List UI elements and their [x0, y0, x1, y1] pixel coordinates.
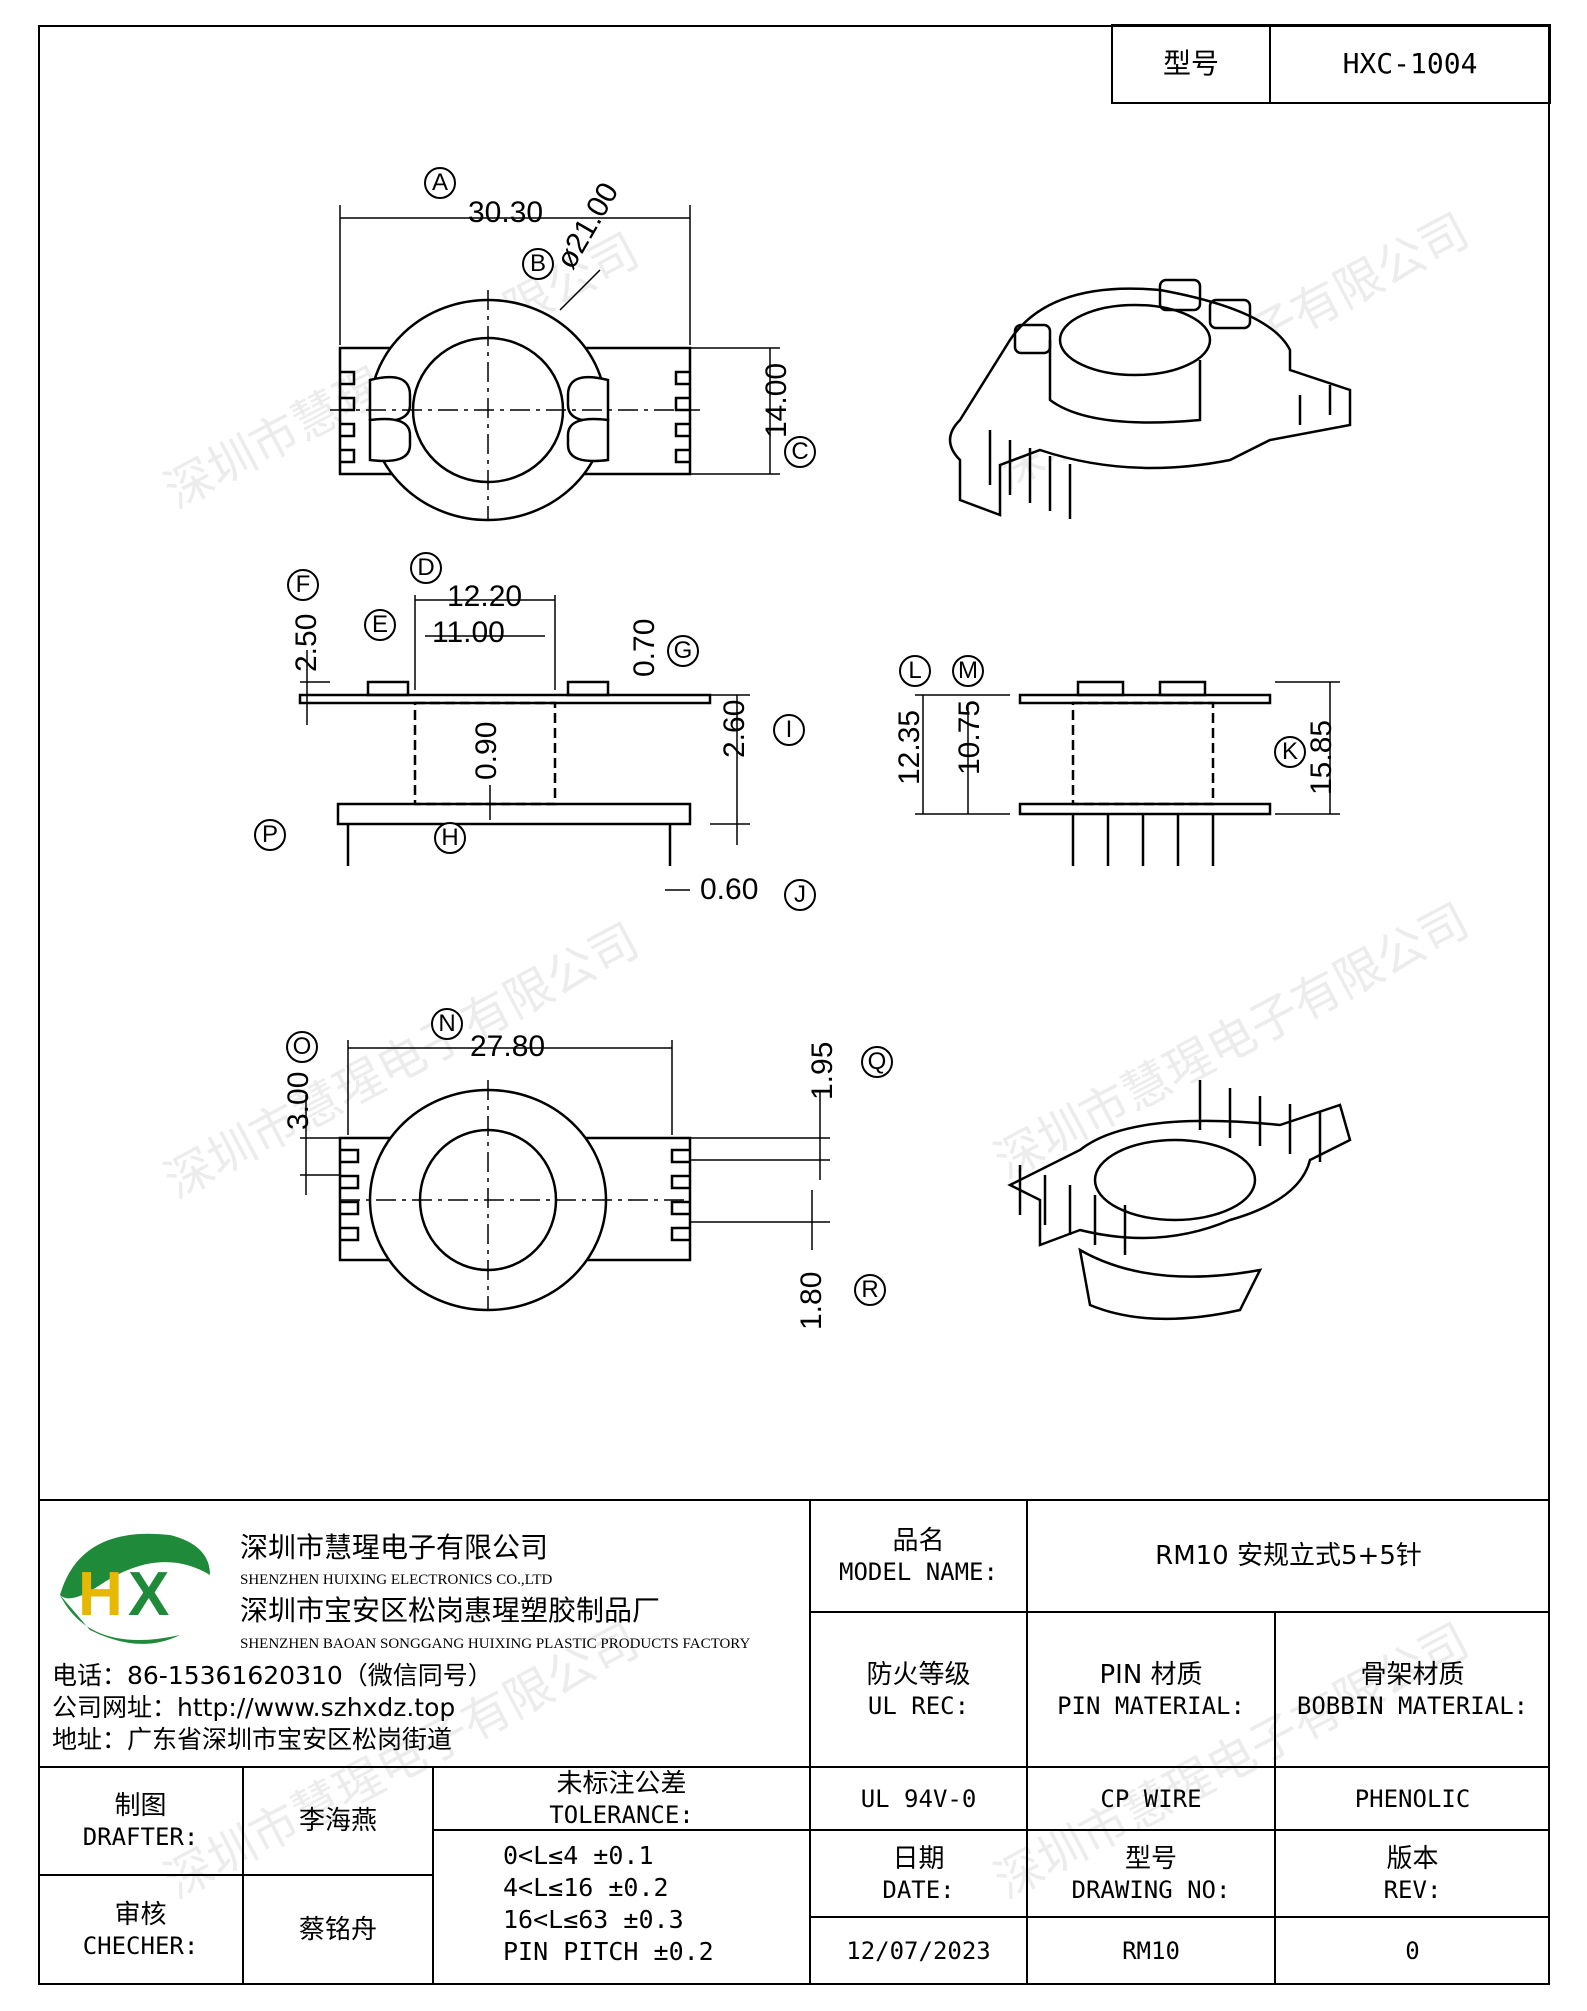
top-view [330, 205, 780, 522]
model-name-value: RM10 安规立式5+5针 [1155, 1541, 1422, 1571]
marker-h: H [441, 824, 459, 851]
dimension-a: 30.30 [468, 196, 544, 229]
logo-x: X [128, 1560, 169, 1629]
logo-h: H [78, 1560, 123, 1629]
checker-value: 蔡铭舟 [298, 1915, 377, 1945]
marker-n: N [438, 1010, 456, 1037]
dimension-j: 0.60 [700, 873, 759, 906]
date-label: 日期 DATE: [882, 1843, 955, 1904]
marker-c: C [791, 438, 809, 465]
model-label: 型号 [1162, 47, 1219, 80]
factory-name-en: SHENZHEN BAOAN SONGGANG HUIXING PLASTIC … [240, 1636, 751, 1652]
side-view [915, 680, 1340, 866]
drawing-no-label: 型号 DRAWING NO: [1071, 1843, 1231, 1904]
tolerance-line: 0<L≤4 ±0.1 [503, 1841, 654, 1870]
dimension-n: 27.80 [470, 1030, 546, 1063]
date-value: 12/07/2023 [846, 1937, 991, 1965]
pin-material-label: PIN 材质 PIN MATERIAL: [1057, 1659, 1245, 1720]
marker-b: B [529, 250, 546, 277]
front-view [298, 595, 750, 891]
marker-d: D [417, 554, 435, 581]
bobbin-material-label: 骨架材质 BOBBIN MATERIAL: [1296, 1659, 1529, 1720]
company-website: 公司网址：http://www.szhxdz.top [52, 1693, 456, 1722]
marker-i: I [785, 716, 793, 743]
marker-g: G [673, 637, 693, 664]
rev-label: 版本 REV: [1383, 1843, 1442, 1904]
model-name-label: 品名 MODEL NAME: [839, 1526, 998, 1586]
ul-rec-value: UL 94V-0 [860, 1784, 977, 1813]
dimension-e: 11.00 [432, 616, 505, 649]
tolerance-line: 4<L≤16 ±0.2 [503, 1873, 669, 1902]
company-name-en: SHENZHEN HUIXING ELECTRONICS CO.,LTD [240, 1572, 553, 1588]
marker-p: P [261, 821, 278, 848]
dimension-d: 12.20 [447, 580, 523, 613]
pin-material-value: CP WIRE [1100, 1784, 1202, 1813]
ul-rec-label: 防火等级 UL REC: [866, 1659, 971, 1720]
callout-circles [254, 167, 1306, 1306]
company-logo: H X [50, 1525, 220, 1645]
marker-j: J [794, 881, 806, 908]
drawing-sheet [38, 25, 1550, 1985]
rev-value: 0 [1405, 1937, 1420, 1965]
drawing-no-value: RM10 [1122, 1937, 1180, 1965]
marker-m: M [958, 657, 978, 684]
marker-f: F [295, 571, 311, 598]
model-value: HXC-1004 [1342, 47, 1478, 80]
bottom-view [300, 1040, 830, 1312]
company-address: 地址：广东省深圳市宝安区松岗街道 [52, 1725, 453, 1754]
checker-label: 审核 CHECHER: [82, 1900, 199, 1960]
tolerance-line: 16<L≤63 ±0.3 [503, 1905, 684, 1934]
factory-name-cn: 深圳市宝安区松岗惠瑆塑胶制品厂 [240, 1594, 661, 1627]
drafter-value: 李海燕 [298, 1806, 377, 1836]
company-phone: 电话：86-15361620310（微信同号） [52, 1661, 493, 1690]
marker-a: A [431, 169, 448, 196]
isometric-view-top [948, 278, 1352, 519]
marker-r: R [861, 1276, 879, 1303]
tolerance-table: 0<L≤4 ±0.1 4<L≤16 ±0.2 16<L≤63 ±0.3 PIN … [503, 1840, 803, 1968]
marker-k: K [1281, 738, 1298, 765]
marker-e: E [371, 611, 388, 638]
company-name-cn: 深圳市慧瑆电子有限公司 [240, 1531, 549, 1564]
marker-o: O [292, 1033, 312, 1060]
marker-q: Q [867, 1048, 887, 1075]
drafter-label: 制图 DRAFTER: [82, 1791, 199, 1851]
isometric-view-bottom [1007, 1080, 1352, 1321]
marker-l: L [908, 657, 922, 684]
tolerance-line: PIN PITCH ±0.2 [503, 1937, 714, 1966]
bobbin-material-value: PHENOLIC [1354, 1784, 1471, 1813]
tolerance-label: 未标注公差 TOLERANCE: [549, 1768, 694, 1829]
